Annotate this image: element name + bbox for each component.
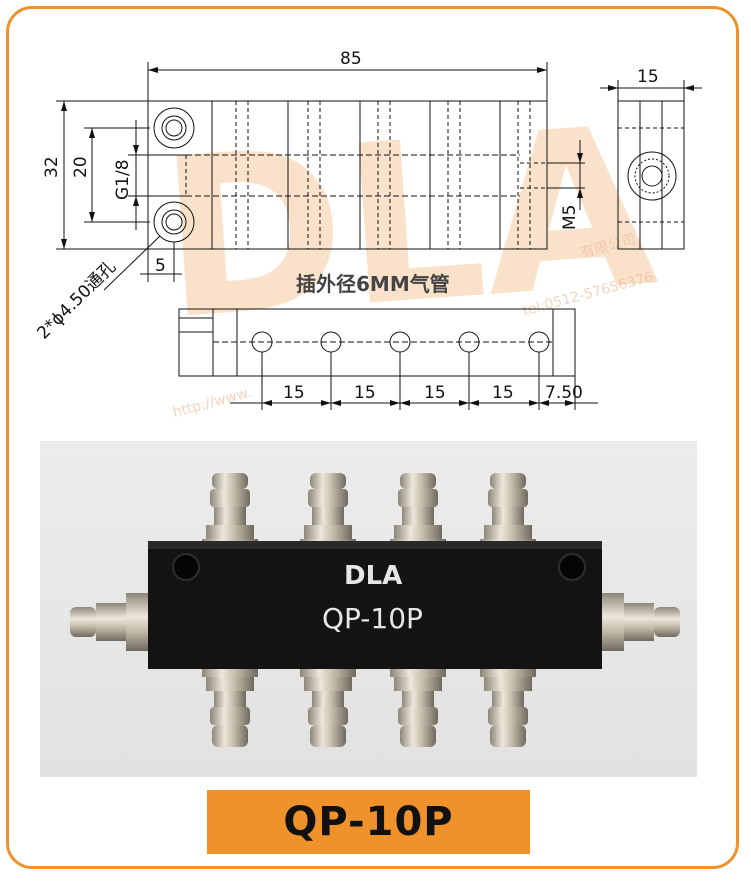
dim-spacing-2: 15 (354, 383, 376, 403)
top-view-outline (147, 100, 548, 250)
model-banner: QP-10P (207, 790, 530, 854)
block-hole-right (558, 553, 586, 581)
block-brand: DLA (344, 561, 402, 591)
dim-spacing-5: 7.50 (545, 383, 583, 403)
dimension-arrows (61, 67, 694, 406)
dim-spacing-1: 15 (283, 383, 305, 403)
manifold-block (148, 541, 602, 669)
product-illustration: DLA QP-10P (70, 473, 680, 747)
dim-thread: G1/8 (113, 159, 133, 200)
technical-drawing: DLA tel:0512-57656376 http://www. 有限公司 (33, 49, 702, 421)
outer-frame (6, 6, 739, 869)
model-banner-label: QP-10P (283, 799, 454, 845)
dim-spacing-4: 15 (492, 383, 514, 403)
tube-note: 插外径6MM气管 (296, 272, 450, 296)
bottom-fittings (202, 661, 536, 747)
watermark-logo: DLA (153, 79, 663, 369)
dim-height-inner: 20 (71, 156, 91, 178)
product-photo: DLA QP-10P (40, 441, 697, 777)
left-fitting (70, 593, 150, 651)
dim-side-width: 15 (637, 67, 659, 87)
side-view-outline (617, 100, 685, 250)
top-view-grooves (211, 101, 531, 249)
dim-offset: 5 (155, 256, 166, 276)
block-model: QP-10P (322, 602, 423, 635)
dim-spacing-3: 15 (424, 383, 446, 403)
right-fitting (600, 593, 680, 651)
dim-port-thread: M5 (560, 205, 580, 230)
front-view-outline (178, 308, 576, 377)
side-view-port (627, 151, 677, 201)
dim-length: 85 (340, 49, 362, 69)
dim-hole-note: 2*ϕ4.50通孔 (33, 257, 120, 344)
mounting-hole-top (153, 107, 195, 149)
dim-height-outer: 32 (42, 156, 62, 178)
block-hole-left (172, 553, 200, 581)
